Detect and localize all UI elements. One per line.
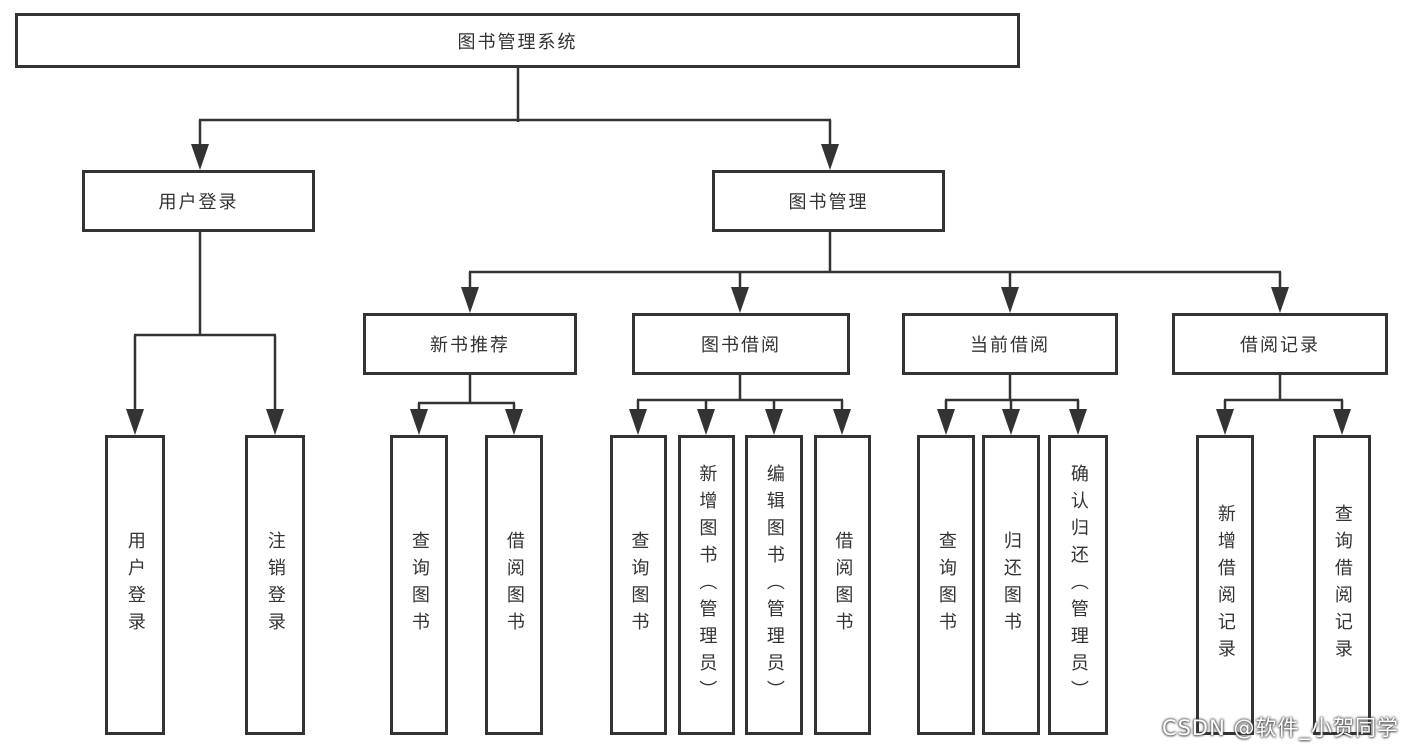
node-label: 借阅图书 bbox=[503, 531, 525, 639]
arrowhead bbox=[1069, 409, 1087, 435]
node-label: 用户登录 bbox=[158, 192, 239, 213]
node-book-borrowing: 图书借阅 bbox=[632, 313, 850, 375]
node-label: 新增借阅记录 bbox=[1214, 504, 1236, 666]
node-label: 当前借阅 bbox=[970, 335, 1050, 356]
node-user-login: 用户登录 bbox=[82, 170, 315, 232]
arrowhead bbox=[126, 409, 144, 435]
leaf-logout: 注销登录 bbox=[245, 435, 305, 735]
node-label: 借阅图书 bbox=[832, 531, 854, 639]
leaf-br-query-record: 查询借阅记录 bbox=[1313, 435, 1371, 735]
leaf-nbr-borrow-books: 借阅图书 bbox=[485, 435, 543, 735]
arrowhead bbox=[1216, 409, 1234, 435]
node-book-management: 图书管理 bbox=[712, 170, 945, 232]
node-label: 图书管理 bbox=[788, 192, 869, 213]
node-new-book-recommend: 新书推荐 bbox=[363, 313, 577, 375]
arrowhead bbox=[765, 409, 783, 435]
arrowhead bbox=[266, 409, 284, 435]
arrowhead bbox=[833, 409, 851, 435]
arrowhead bbox=[731, 287, 749, 313]
leaf-bb-edit-books-admin: 编辑图书（管理员） bbox=[745, 435, 803, 735]
arrowhead bbox=[697, 409, 715, 435]
arrowhead bbox=[461, 287, 479, 313]
leaf-cb-query-books: 查询图书 bbox=[917, 435, 975, 735]
arrowhead bbox=[937, 409, 955, 435]
leaf-br-add-record: 新增借阅记录 bbox=[1196, 435, 1254, 735]
leaf-bb-add-books-admin: 新增图书（管理员） bbox=[678, 435, 735, 735]
arrowhead bbox=[821, 144, 839, 170]
node-label: 新增图书（管理员） bbox=[696, 463, 718, 707]
arrowhead bbox=[1002, 409, 1020, 435]
node-label: 借阅记录 bbox=[1240, 335, 1320, 356]
leaf-cb-confirm-return-admin: 确认归还（管理员） bbox=[1048, 435, 1108, 735]
arrowhead bbox=[629, 409, 647, 435]
arrowheads bbox=[126, 144, 1351, 435]
node-label: 查询借阅记录 bbox=[1331, 504, 1353, 666]
node-label: 归还图书 bbox=[1000, 531, 1022, 639]
node-label: 查询图书 bbox=[408, 531, 430, 639]
node-label: 注销登录 bbox=[264, 531, 286, 639]
node-root: 图书管理系统 bbox=[15, 13, 1020, 68]
node-borrowing-records: 借阅记录 bbox=[1172, 313, 1388, 375]
arrowhead bbox=[191, 144, 209, 170]
node-label: 图书借阅 bbox=[701, 335, 781, 356]
arrowhead bbox=[505, 409, 523, 435]
watermark: CSDN @软件_小贺同学 bbox=[1161, 716, 1399, 740]
leaf-bb-query-books: 查询图书 bbox=[610, 435, 667, 735]
node-label: 编辑图书（管理员） bbox=[763, 463, 785, 707]
node-label: 图书管理系统 bbox=[457, 31, 578, 53]
node-current-borrowing: 当前借阅 bbox=[902, 313, 1118, 375]
arrowhead bbox=[1001, 287, 1019, 313]
node-label: 新书推荐 bbox=[430, 335, 510, 356]
node-label: 查询图书 bbox=[935, 531, 957, 639]
arrowhead bbox=[1271, 287, 1289, 313]
node-label: 查询图书 bbox=[628, 531, 650, 639]
arrowhead bbox=[1333, 409, 1351, 435]
leaf-nbr-query-books: 查询图书 bbox=[390, 435, 448, 735]
node-label: 确认归还（管理员） bbox=[1067, 463, 1089, 707]
leaf-user-login: 用户登录 bbox=[105, 435, 165, 735]
arrowhead bbox=[410, 409, 428, 435]
connector-lines bbox=[133, 68, 1344, 414]
node-label: 用户登录 bbox=[124, 531, 146, 639]
leaf-bb-borrow-books: 借阅图书 bbox=[814, 435, 871, 735]
leaf-cb-return-books: 归还图书 bbox=[982, 435, 1040, 735]
